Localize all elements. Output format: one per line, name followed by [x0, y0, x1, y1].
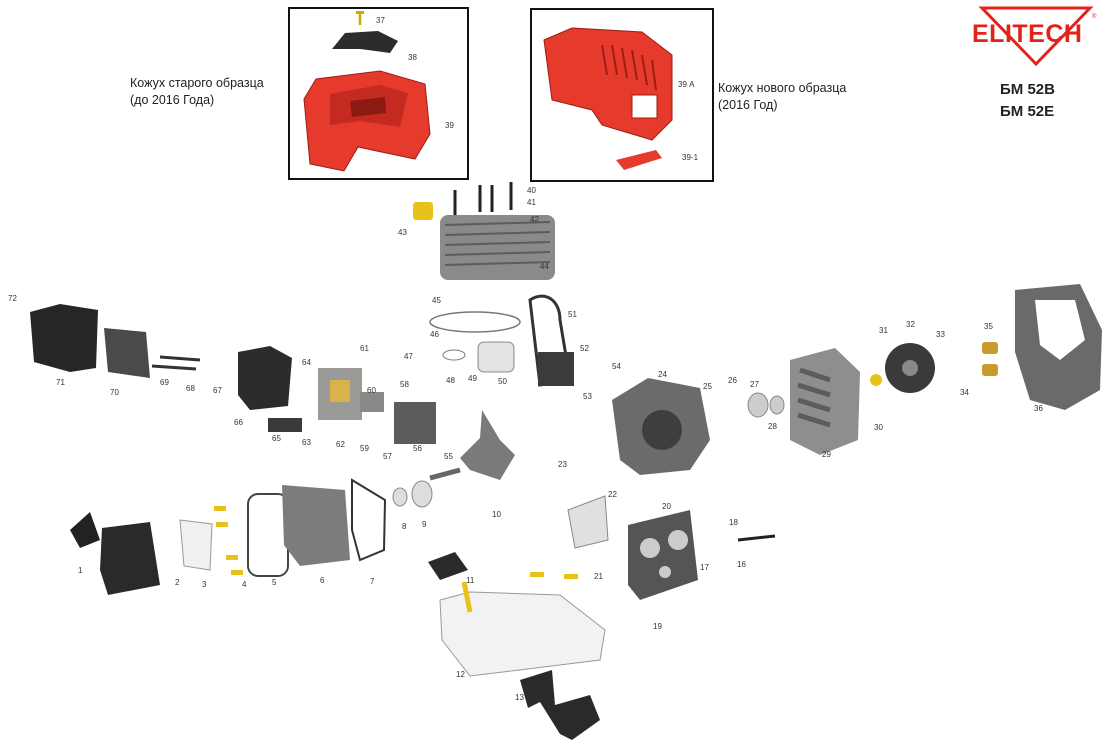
part-label-22: 22	[608, 490, 617, 499]
part-label-36: 36	[1034, 404, 1043, 413]
part-label-17: 17	[700, 563, 709, 572]
logo-triangle-icon	[978, 6, 1094, 67]
part-label-9: 9	[422, 520, 427, 529]
part-label-11: 11	[466, 576, 475, 585]
part-label-23: 23	[558, 460, 567, 469]
model-name-2: БМ 52Е	[1000, 103, 1055, 120]
part-label-18: 18	[729, 518, 738, 527]
part-label-30: 30	[874, 423, 883, 432]
part-label-54: 54	[612, 362, 621, 371]
part-label-56: 56	[413, 444, 422, 453]
part-label-29: 29	[822, 450, 831, 459]
part-label-62: 62	[336, 440, 345, 449]
part-label-37: 37	[376, 16, 385, 25]
part-label-49: 49	[468, 374, 477, 383]
part-label-2: 2	[175, 578, 180, 587]
registered-mark: ®	[1092, 14, 1097, 20]
part-label-46: 46	[430, 330, 439, 339]
part-label-50: 50	[498, 377, 507, 386]
part-label-47: 47	[404, 352, 413, 361]
part-label-35: 35	[984, 322, 993, 331]
part-label-6: 6	[320, 576, 325, 585]
model-name-1: БМ 52В	[1000, 81, 1055, 98]
part-label-71: 71	[56, 378, 65, 387]
old-cover-caption-line1: Кожух старого образца	[130, 76, 264, 90]
part-label-21: 21	[594, 572, 603, 581]
part-label-16: 16	[737, 560, 746, 569]
part-label-44: 44	[540, 262, 549, 271]
part-label-64: 64	[302, 358, 311, 367]
part-label-5: 5	[272, 578, 277, 587]
part-label-72: 72	[8, 294, 17, 303]
part-label-20: 20	[662, 502, 671, 511]
old-cover-box: 37 38 39	[288, 7, 469, 180]
part-label-68: 68	[186, 384, 195, 393]
part-label-41: 41	[527, 198, 536, 207]
part-label-34: 34	[960, 388, 969, 397]
old-cover-caption: Кожух старого образца (до 2016 Года)	[130, 75, 264, 109]
part-label-26: 26	[728, 376, 737, 385]
part-label-45: 45	[432, 296, 441, 305]
part-label-8: 8	[402, 522, 407, 531]
part-label-66: 66	[234, 418, 243, 427]
part-label-1: 1	[78, 566, 83, 575]
part-label-12: 12	[456, 670, 465, 679]
new-cover-caption: Кожух нового образца (2016 Год)	[718, 80, 846, 114]
part-label-63: 63	[302, 438, 311, 447]
part-label-19: 19	[653, 622, 662, 631]
part-label-3: 3	[202, 580, 207, 589]
part-label-52: 52	[580, 344, 589, 353]
part-label-53: 53	[583, 392, 592, 401]
part-label-48: 48	[446, 376, 455, 385]
part-label-39: 39	[445, 121, 454, 130]
part-label-60: 60	[367, 386, 376, 395]
part-label-25: 25	[703, 382, 712, 391]
old-cover-caption-line2: (до 2016 Года)	[130, 93, 215, 107]
part-label-27: 27	[750, 380, 759, 389]
part-label-57: 57	[383, 452, 392, 461]
new-cover-box: 39 А 39-1	[530, 8, 714, 182]
cylinder-illustration	[413, 182, 555, 280]
part-label-61: 61	[360, 344, 369, 353]
part-label-13: 13	[515, 693, 524, 702]
part-label-32: 32	[906, 320, 915, 329]
part-label-51: 51	[568, 310, 577, 319]
new-cover-illustration	[543, 27, 673, 170]
part-label-10: 10	[492, 510, 501, 519]
part-label-7: 7	[370, 577, 375, 586]
part-label-39a: 39 А	[678, 80, 695, 89]
part-label-40: 40	[527, 186, 536, 195]
old-cover-illustration	[303, 11, 431, 172]
part-label-65: 65	[272, 434, 281, 443]
part-label-42: 42	[530, 215, 539, 224]
part-label-24: 24	[658, 370, 667, 379]
part-label-69: 69	[160, 378, 169, 387]
part-label-43: 43	[398, 228, 407, 237]
new-cover-caption-line2: (2016 Год)	[718, 98, 778, 112]
part-label-28: 28	[768, 422, 777, 431]
part-label-59: 59	[360, 444, 369, 453]
new-cover-caption-line1: Кожух нового образца	[718, 81, 847, 95]
part-label-33: 33	[936, 330, 945, 339]
part-label-31: 31	[879, 326, 888, 335]
part-label-39-1: 39-1	[682, 153, 699, 162]
part-label-67: 67	[213, 386, 222, 395]
part-label-55: 55	[444, 452, 453, 461]
part-label-4: 4	[242, 580, 247, 589]
logo-text: ELITECH	[972, 20, 1083, 48]
part-label-58: 58	[400, 380, 409, 389]
part-label-70: 70	[110, 388, 119, 397]
part-label-38: 38	[408, 53, 417, 62]
